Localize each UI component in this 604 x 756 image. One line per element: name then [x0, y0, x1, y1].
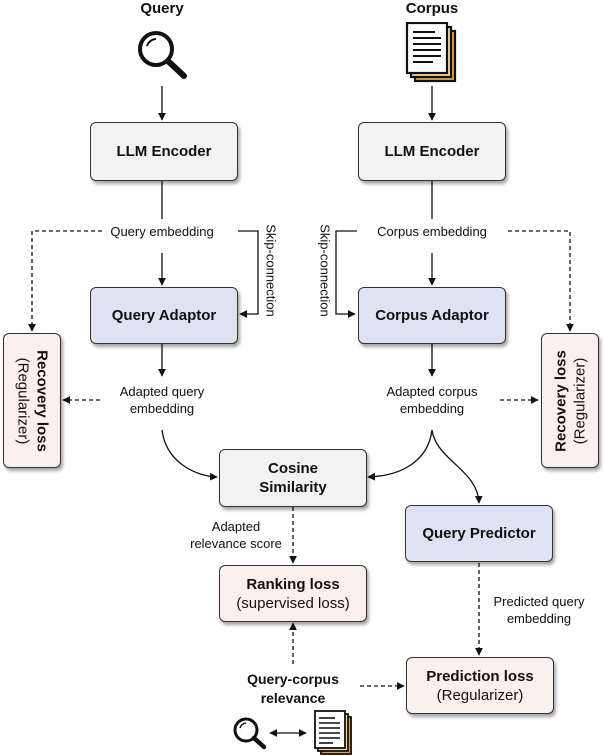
- recovery-loss-left: Recovery loss (Regularizer): [3, 333, 61, 468]
- curve-corpus-to-predictor: [431, 429, 483, 504]
- predicted-query-embedding-label: Predicted query embedding: [493, 594, 585, 626]
- skip-connection-left-label: Skip-connection: [263, 224, 279, 317]
- adapted-relevance-score-label: Adapted relevance score: [190, 519, 282, 551]
- corpus-adaptor: Corpus Adaptor: [358, 287, 506, 344]
- corpus-title: Corpus: [405, 0, 459, 17]
- skip-connection-left: [238, 230, 259, 318]
- skip-connection-right: [335, 230, 357, 318]
- query-predictor: Query Predictor: [405, 505, 553, 562]
- corpus-embedding-label: Corpus embedding: [377, 224, 487, 239]
- adapted-query-embedding-label: Adapted query embedding: [119, 384, 205, 416]
- ranking-loss-sub: (supervised loss): [236, 594, 350, 612]
- search-icon: [233, 717, 267, 750]
- ranking-loss: Ranking loss (supervised loss): [219, 565, 367, 622]
- recovery-loss-right-sub: (Regularizer): [571, 357, 588, 444]
- query-corpus-relevance-label: Query-corpus relevance: [247, 671, 339, 706]
- recovery-loss-left-sub: (Regularizer): [14, 357, 31, 444]
- dashed-corpus-emb-to-recovery: [508, 230, 574, 332]
- adapted-corpus-embedding-label: Adapted corpus embedding: [386, 384, 478, 416]
- llm-encoder-right: LLM Encoder: [358, 122, 506, 181]
- query-title: Query: [140, 0, 184, 17]
- prediction-loss-title: Prediction loss: [426, 667, 534, 685]
- recovery-loss-right: Recovery loss (Regularizer): [541, 333, 599, 468]
- llm-encoder-left: LLM Encoder: [90, 122, 238, 181]
- query-embedding-label: Query embedding: [110, 224, 214, 239]
- ranking-loss-title: Ranking loss: [246, 575, 340, 593]
- prediction-loss-sub: (Regularizer): [436, 686, 524, 704]
- query-adaptor: Query Adaptor: [90, 287, 238, 344]
- curve-query-to-cosine: [161, 429, 218, 481]
- document-icon: [314, 710, 352, 755]
- recovery-loss-right-title: Recovery loss: [552, 349, 569, 452]
- curve-corpus-to-cosine: [367, 429, 433, 481]
- skip-connection-right-label: Skip-connection: [317, 224, 333, 317]
- document-icon: [405, 22, 457, 83]
- search-icon: [138, 31, 187, 79]
- prediction-loss: Prediction loss (Regularizer): [406, 657, 554, 714]
- recovery-loss-left-title: Recovery loss: [33, 349, 50, 452]
- dashed-query-emb-to-recovery: [28, 230, 102, 332]
- cosine-similarity: Cosine Similarity: [219, 449, 367, 507]
